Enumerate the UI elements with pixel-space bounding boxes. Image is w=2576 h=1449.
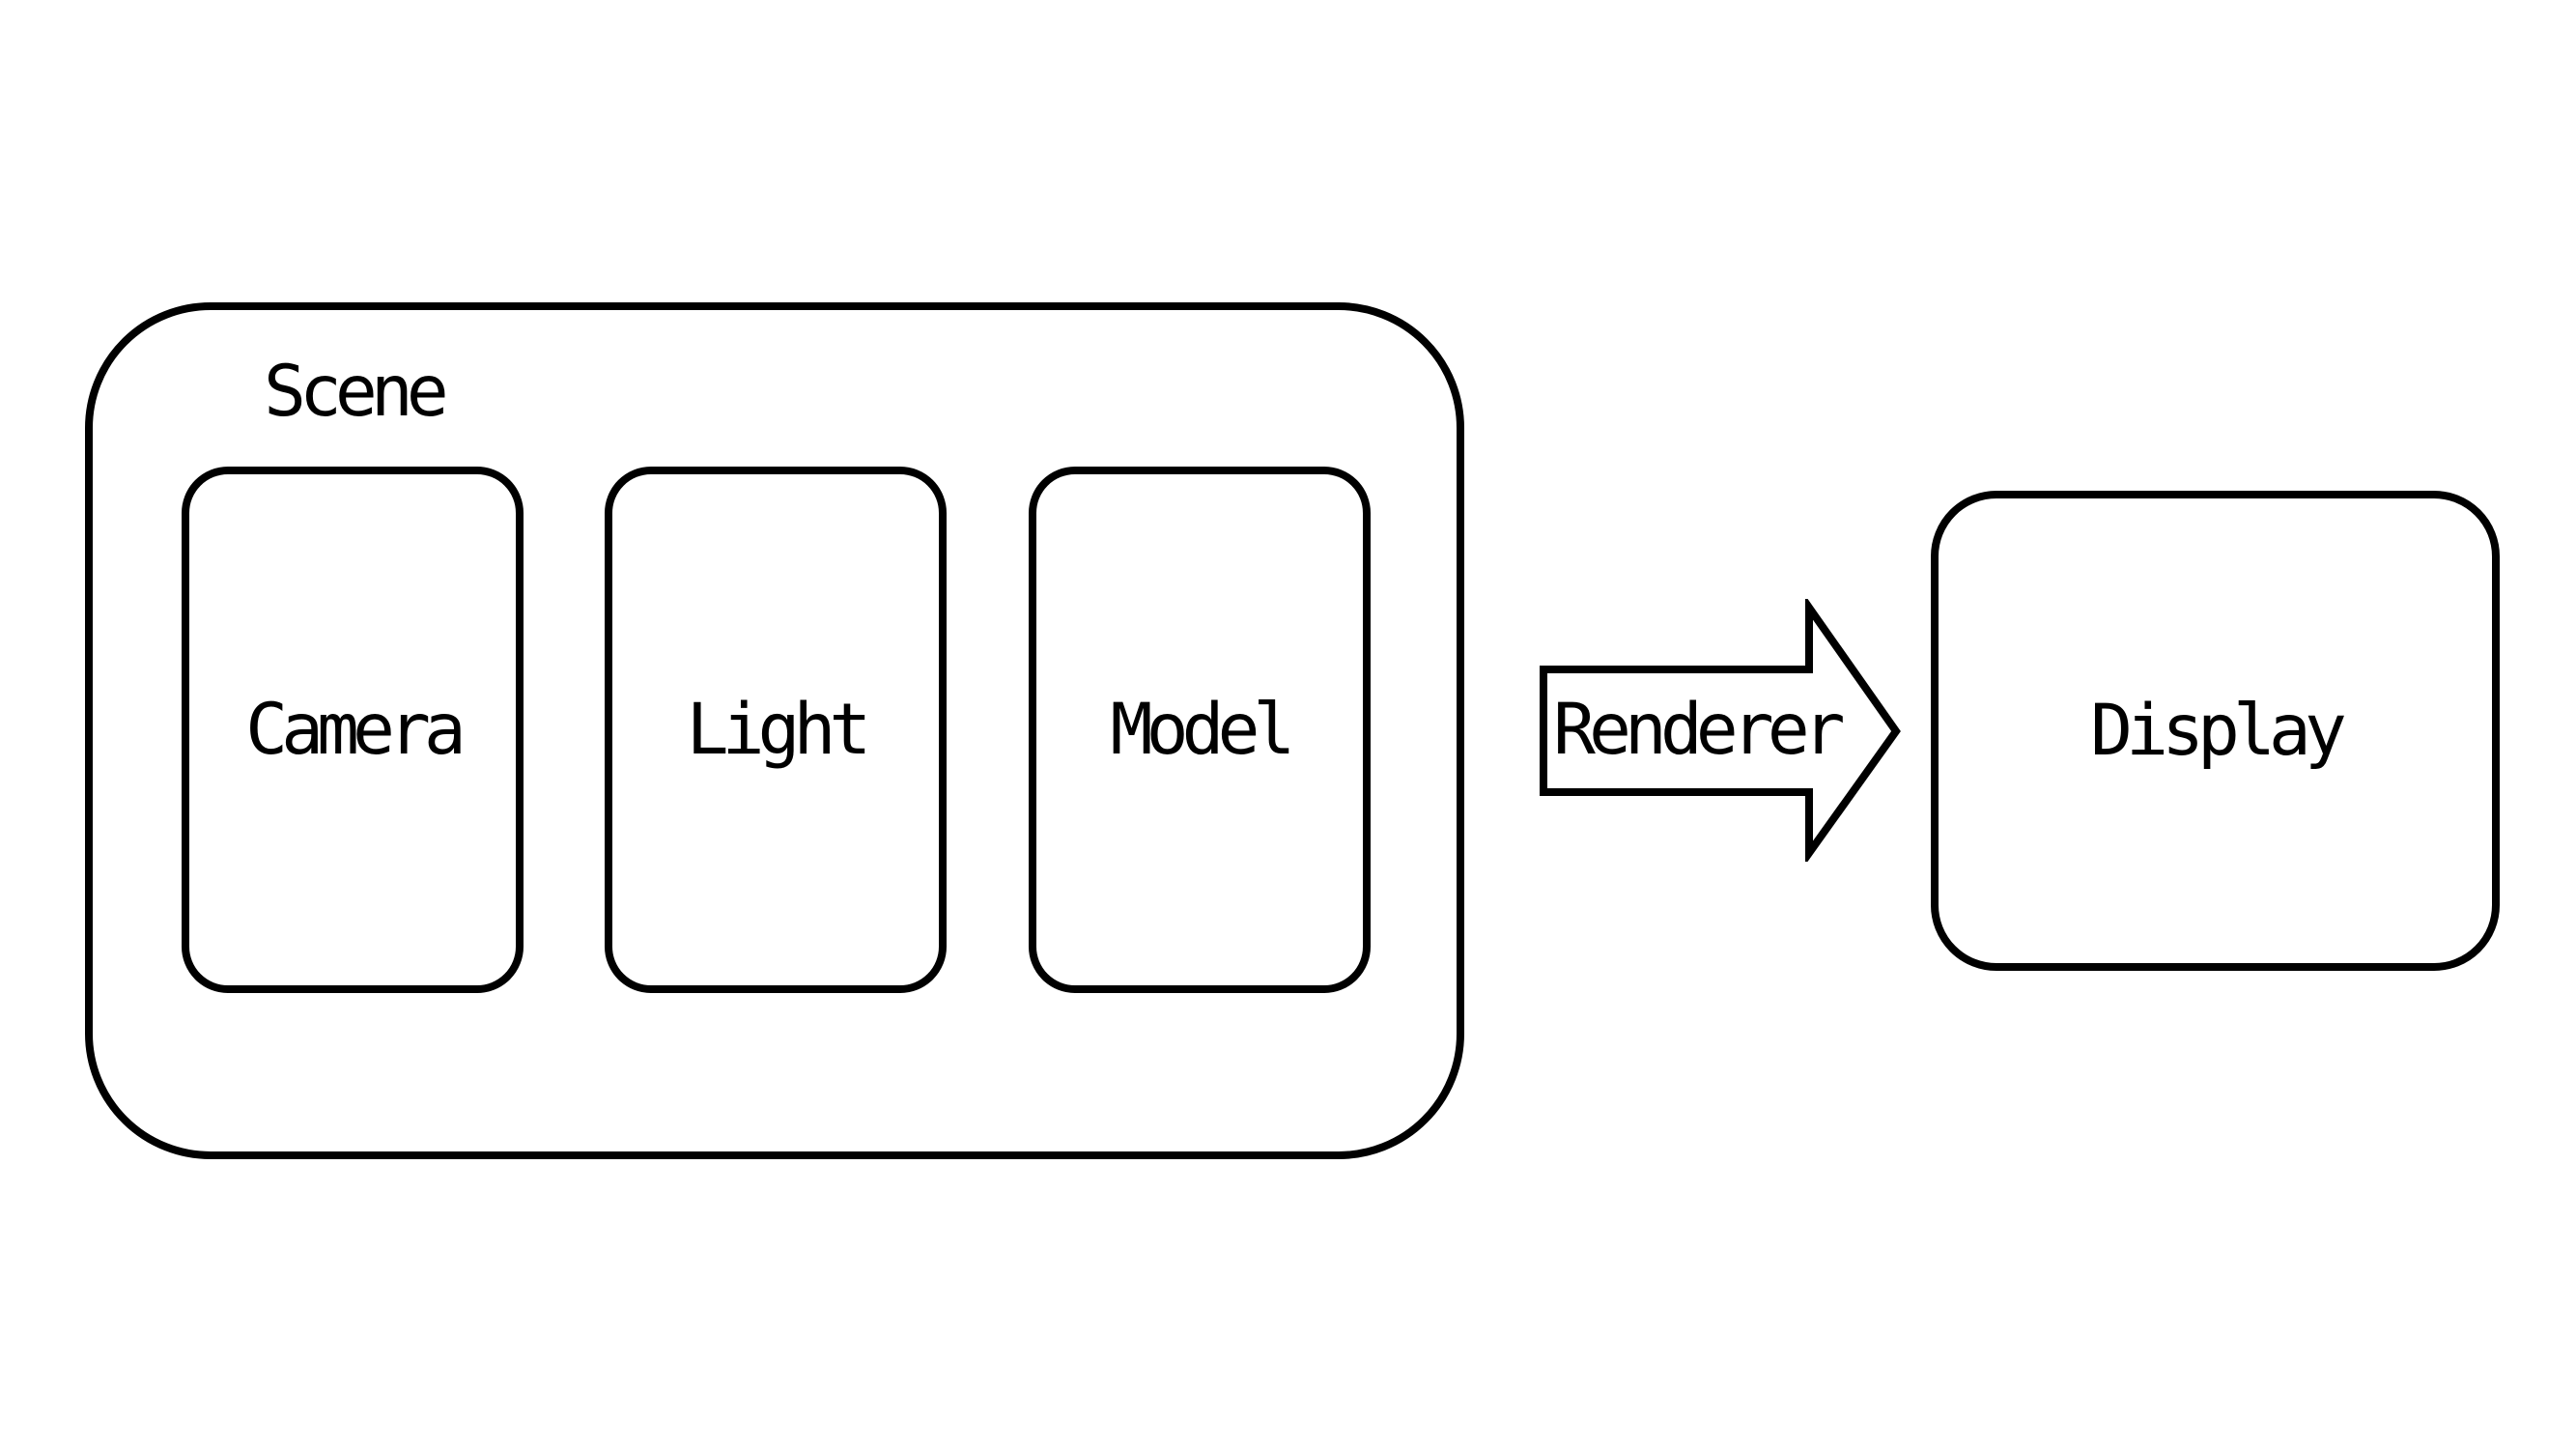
model-node: Model	[1029, 467, 1371, 993]
renderer-label: Renderer	[1553, 689, 1846, 771]
arrow-shape	[1540, 599, 1901, 862]
light-label: Light	[686, 689, 872, 771]
camera-node: Camera	[182, 467, 524, 993]
model-label: Model	[1110, 689, 1296, 771]
display-node: Display	[1931, 491, 2500, 971]
display-label: Display	[2090, 690, 2347, 772]
light-node: Light	[605, 467, 947, 993]
camera-label: Camera	[245, 689, 467, 771]
scene-label: Scene	[264, 351, 449, 433]
renderer-arrow-icon	[1540, 599, 1901, 862]
